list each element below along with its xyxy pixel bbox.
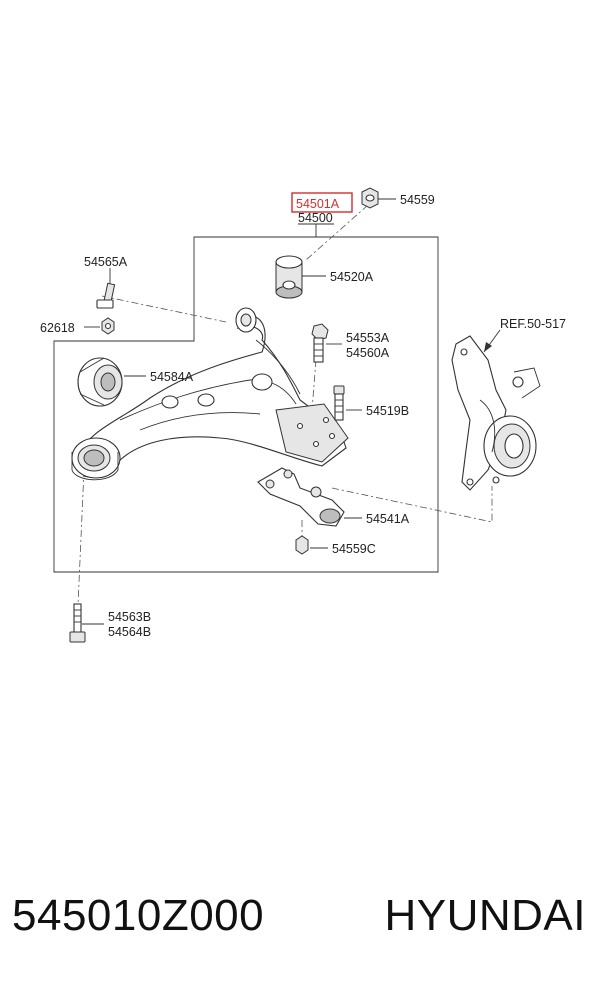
callout-54559: 54559 <box>400 193 435 207</box>
part-number: 545010Z000 <box>12 891 265 940</box>
lower-control-arm <box>77 314 349 478</box>
bushing-54520a <box>275 255 303 299</box>
front-eye-bushing <box>71 437 121 481</box>
centerline-vertical-front <box>77 469 85 606</box>
bolt-54565a <box>96 282 116 309</box>
ref-arrow-head <box>484 342 492 352</box>
rear-eye <box>235 307 257 333</box>
ball-joint-54541a <box>257 467 345 527</box>
footer-caption: 545010Z000 HYUNDAI <box>0 876 600 956</box>
bolt-54519b <box>333 385 345 421</box>
highlight-box <box>291 192 353 213</box>
callout-54565a: 54565A <box>84 255 128 269</box>
callout-ref: REF.50-517 <box>500 317 566 331</box>
callout-54553a: 54553A <box>346 331 390 345</box>
callout-62618: 62618 <box>40 321 75 335</box>
callout-54584a: 54584A <box>150 370 194 384</box>
callout-54564b: 54564B <box>108 625 151 639</box>
bolt-54563b <box>69 603 86 643</box>
callout-54563b: 54563B <box>108 610 151 624</box>
callout-54519b: 54519B <box>366 404 409 418</box>
brand-name: HYUNDAI <box>384 891 586 940</box>
callout-54560a: 54560A <box>346 346 390 360</box>
callout-54541a: 54541A <box>366 512 410 526</box>
bushing-54584a <box>77 357 123 407</box>
assembly-outline <box>53 236 439 573</box>
callout-54520a: 54520A <box>330 270 374 284</box>
nut-62618 <box>101 317 115 335</box>
callout-54500: 54500 <box>298 211 333 225</box>
callout-54559c: 54559C <box>332 542 376 556</box>
steering-knuckle <box>451 335 541 491</box>
leader-54559-down <box>305 204 369 261</box>
nut-54559 <box>361 187 379 209</box>
centerline-bolt-front <box>101 295 227 323</box>
callout-54501a: 54501A <box>296 197 340 211</box>
bolt-54553a <box>311 323 329 363</box>
centerline-ref <box>331 486 493 523</box>
nut-54559c <box>295 535 309 555</box>
